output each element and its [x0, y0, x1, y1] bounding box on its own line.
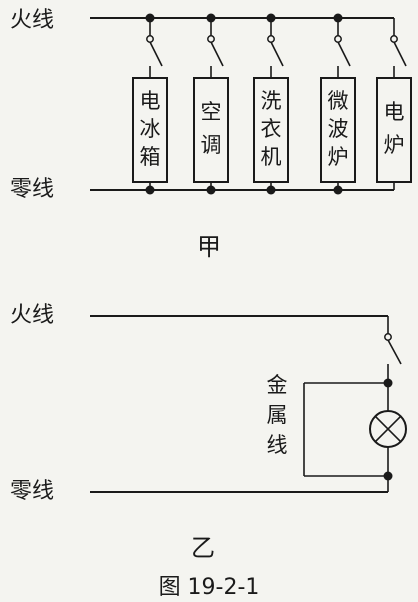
neutral-wire-label-b: 零线: [10, 479, 54, 504]
branch-washing-machine: 洗 衣 机: [253, 13, 289, 195]
appliance-char: 冰: [140, 117, 161, 141]
appliance-char: 电: [140, 89, 161, 113]
switch-blade-icon: [337, 41, 351, 67]
lamp-branch: [369, 316, 407, 492]
metal-wire-label-char: 线: [267, 433, 288, 457]
appliance-char: 洗: [261, 89, 282, 113]
live-wire-label-b: 火线: [10, 303, 54, 328]
appliance-char: 空: [201, 100, 222, 124]
figure-caption: 图 19-2-1: [159, 575, 260, 598]
branch-air-conditioner: 空 调: [193, 13, 229, 195]
diagram-caption-a: 甲: [197, 233, 221, 261]
appliance-air-conditioner: [193, 77, 229, 183]
appliance-char: 波: [328, 117, 349, 141]
junction-dot: [266, 185, 276, 195]
switch-contact-icon: [207, 35, 215, 43]
junction-dot: [206, 185, 216, 195]
switch-contact-icon: [267, 35, 275, 43]
switch-blade-icon: [270, 41, 284, 67]
switch-blade-icon: [210, 41, 224, 67]
appliance-char: 调: [201, 133, 222, 157]
switch-blade-icon: [393, 41, 407, 67]
switch-contact-icon: [390, 35, 398, 43]
appliance-char: 机: [261, 145, 282, 169]
switch-blade-icon: [149, 41, 163, 67]
junction-dot: [333, 185, 343, 195]
branch-fridge: 电 冰 箱: [132, 13, 168, 195]
appliance-washing-machine: [253, 77, 289, 183]
appliance-char: 衣: [261, 117, 282, 141]
appliance-char: 炉: [384, 133, 405, 157]
switch-blade-icon: [387, 339, 402, 365]
appliance-char: 微: [328, 89, 349, 113]
branch-electric-stove: 电 炉: [376, 18, 412, 190]
neutral-wire-label-a: 零线: [10, 177, 54, 202]
appliance-char: 电: [384, 100, 405, 124]
metal-wire: [303, 382, 388, 477]
appliance-microwave: [320, 77, 356, 183]
appliance-char: 箱: [140, 145, 161, 169]
junction-dot: [145, 185, 155, 195]
switch-contact-icon: [384, 333, 392, 341]
switch-contact-icon: [334, 35, 342, 43]
diagram-caption-b: 乙: [191, 534, 215, 562]
branch-microwave: 微 波 炉: [320, 13, 356, 195]
appliance-char: 炉: [328, 145, 349, 169]
live-wire-label-a: 火线: [10, 8, 54, 33]
appliance-electric-stove: [376, 77, 412, 183]
metal-wire-label-char: 属: [267, 403, 288, 427]
switch-contact-icon: [146, 35, 154, 43]
metal-wire-label-char: 金: [267, 373, 288, 397]
